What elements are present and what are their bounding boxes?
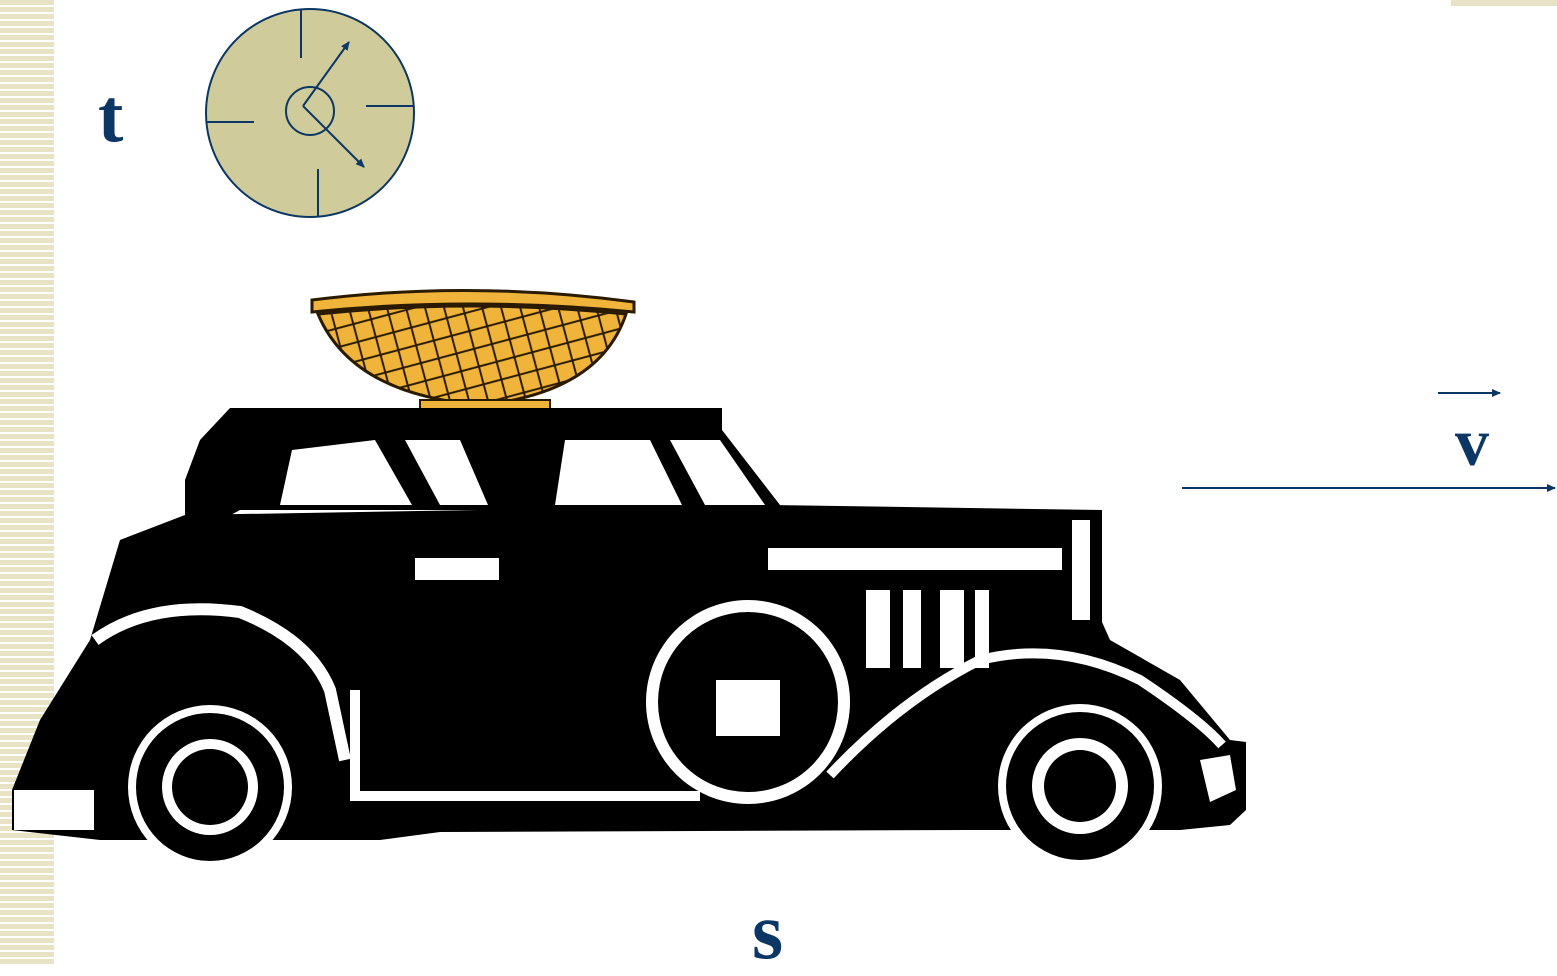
car-icon (12, 408, 1246, 869)
clock-icon (206, 9, 414, 217)
basket-icon (312, 290, 634, 410)
velocity-arrow (1182, 393, 1555, 488)
